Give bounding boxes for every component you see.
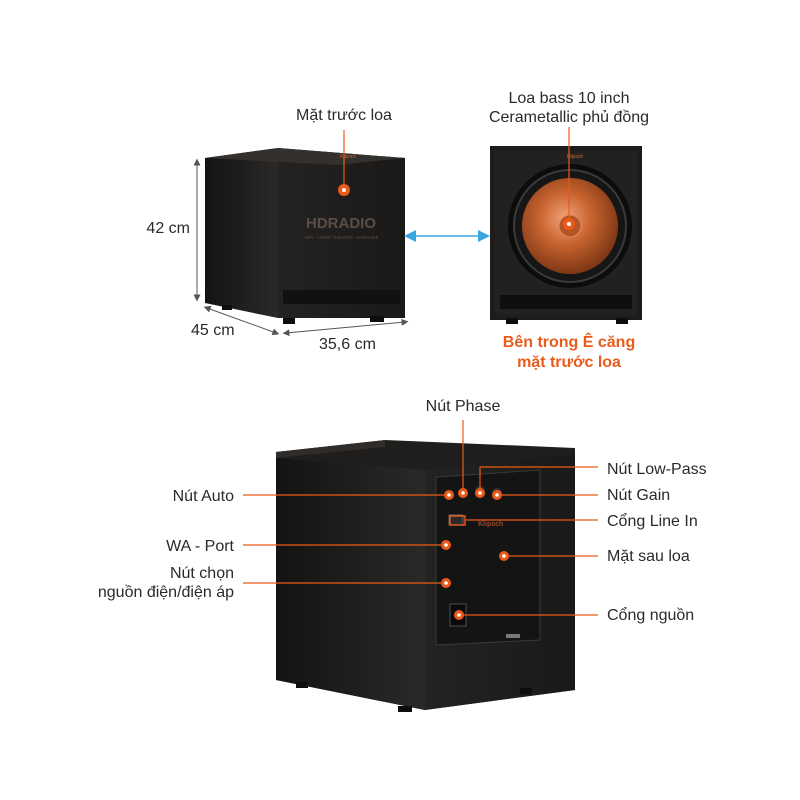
- grille-note-line2: mặt trước loa: [517, 354, 621, 371]
- lowpass-knob-label: Nút Low-Pass: [607, 461, 707, 478]
- rear-speaker-cabinet: [276, 440, 575, 712]
- width-dimension-line: [282, 318, 409, 337]
- open-front-brand-badge: Klipsch: [567, 154, 583, 160]
- watermark-subtext: HIFI - HOME THEATER - KARAOKE: [305, 235, 379, 240]
- voltage-switch-label-line2: nguồn điện/điện áp: [97, 584, 234, 601]
- power-port-label: Cổng nguồn: [607, 607, 695, 624]
- driver-label-line1: Loa bass 10 inch: [508, 90, 630, 107]
- grille-note-line1: Bên trong Ê căng: [502, 334, 636, 351]
- depth-dimension-line: [203, 305, 280, 336]
- line-in-marker: [449, 515, 466, 526]
- front-brand-badge: Klipsch: [340, 154, 356, 160]
- driver-label-line2: Cerametallic phủ đồng: [488, 109, 650, 126]
- rear-face-label: Mặt sau loa: [607, 548, 690, 565]
- panel-brand: Klipsch: [478, 521, 503, 528]
- front-face-label: Mặt trước loa: [296, 107, 392, 124]
- front-speaker-cabinet: [205, 148, 405, 324]
- watermark-logo: HDRADIO: [306, 215, 376, 232]
- voltage-switch-label-line1: Nút chọn: [169, 565, 234, 582]
- width-dimension-label: 35,6 cm: [319, 336, 376, 353]
- depth-dimension-label: 45 cm: [191, 322, 235, 339]
- gain-knob-label: Nút Gain: [607, 487, 671, 504]
- height-dimension-label: 42 cm: [146, 220, 190, 237]
- phase-knob-label: Nút Phase: [425, 398, 501, 415]
- auto-button-label: Nút Auto: [172, 488, 234, 505]
- wa-port-label: WA - Port: [166, 538, 234, 555]
- open-front-speaker: [490, 146, 642, 324]
- line-in-port-label: Cổng Line In: [607, 513, 698, 530]
